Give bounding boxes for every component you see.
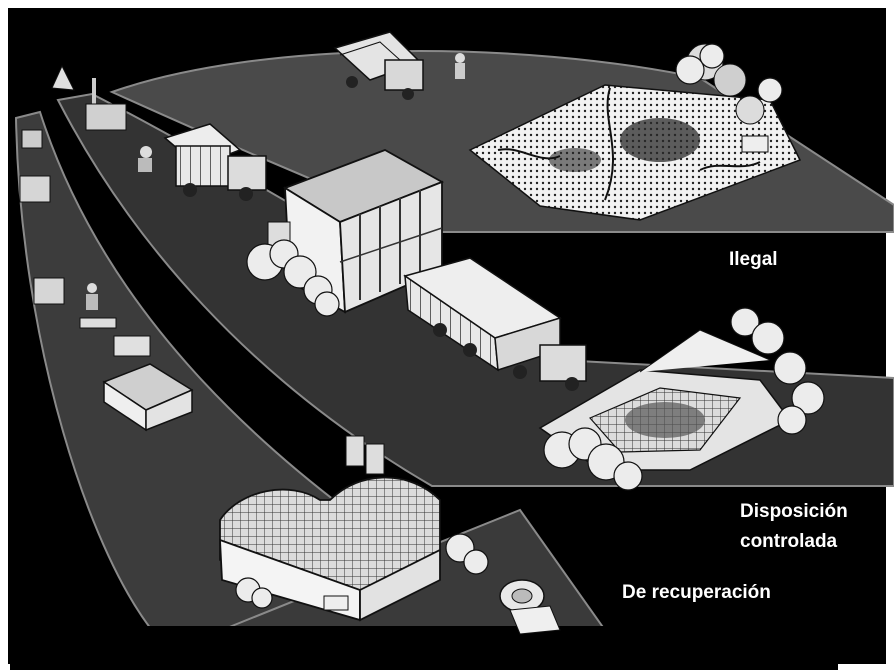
label-illegal: Ilegal [723,243,867,276]
tree-icon [235,533,489,609]
compactor-truck-icon [163,123,267,201]
tree-icon [246,239,340,317]
carts-icon [19,129,151,357]
bottom-bar [10,626,838,670]
tree-icon [675,43,783,103]
label-controlled-line2: controlada [740,531,838,552]
label-controlled-disposal: Disposición controlada [732,497,880,561]
picker-icon [455,53,465,79]
tree-icon [543,427,643,491]
collection-truck-icon [333,31,424,100]
trailer-truck-icon [403,257,587,391]
tree-icon [730,307,825,435]
warehouse-icon [102,363,194,432]
pickers-icon [51,64,152,172]
bales-icon [499,579,561,635]
label-recovery: De recuperación [612,579,808,607]
open-dump-icon [468,43,802,221]
recycling-plant-icon [219,435,441,622]
label-controlled-line1: Disposición [740,501,848,522]
